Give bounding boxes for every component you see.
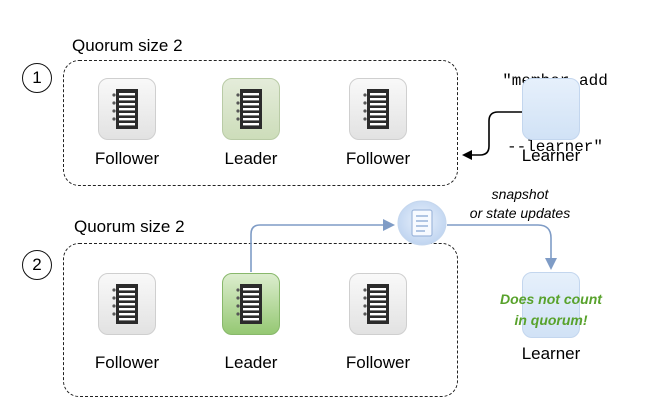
follower-node-step-1-right xyxy=(349,78,407,140)
server-log-icon xyxy=(110,87,144,131)
command-line-2: --learner" xyxy=(506,138,603,156)
server-log-icon xyxy=(361,87,395,131)
server-log-icon xyxy=(110,282,144,326)
learner-node-step-1 xyxy=(522,78,580,140)
quorum-size-label-step-2: Quorum size 2 xyxy=(74,217,185,236)
server-log-icon xyxy=(361,282,395,326)
follower-label-step-2-right: Follower xyxy=(345,353,411,372)
quorum-warning-line-1: Does not count xyxy=(500,291,602,307)
snapshot-note-line-2: or state updates xyxy=(469,205,571,221)
step-1-badge: 1 xyxy=(22,63,52,93)
leader-node-step-1 xyxy=(222,78,280,140)
learner-label-step-1: Learner xyxy=(521,146,581,165)
sync-to-learner-arrow xyxy=(447,224,557,270)
snapshot-note: snapshot or state updates xyxy=(450,185,590,223)
quorum-size-label-step-1: Quorum size 2 xyxy=(72,36,183,55)
quorum-warning-line-2: in quorum! xyxy=(514,312,588,328)
follower-node-step-1-left xyxy=(98,78,156,140)
follower-label-step-1-right: Follower xyxy=(345,149,411,168)
follower-label-step-1-left: Follower xyxy=(94,149,160,168)
leader-label-step-1: Leader xyxy=(224,149,278,168)
server-log-icon xyxy=(234,87,268,131)
follower-node-step-2-right xyxy=(349,273,407,335)
leader-label-step-2: Leader xyxy=(224,353,278,372)
step-2-badge: 2 xyxy=(22,250,52,280)
follower-node-step-2-left xyxy=(98,273,156,335)
follower-label-step-2-left: Follower xyxy=(94,353,160,372)
quorum-warning-note: Does not count in quorum! xyxy=(476,289,626,331)
cluster-group-step-1 xyxy=(63,60,458,186)
learner-node-step-2 xyxy=(522,272,580,338)
learner-label-step-2: Learner xyxy=(521,344,581,363)
snapshot-note-line-1: snapshot xyxy=(491,186,549,202)
sync-document-icon xyxy=(397,200,447,246)
server-log-icon xyxy=(234,282,268,326)
leader-node-step-2 xyxy=(222,273,280,335)
